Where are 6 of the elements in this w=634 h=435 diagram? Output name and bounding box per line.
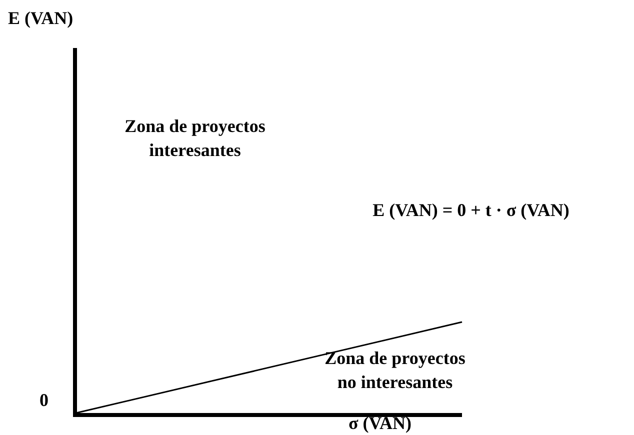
axis-label: E (VAN) <box>8 7 74 30</box>
equation-label: E (VAN) = 0 + t · σ (VAN) <box>372 199 570 222</box>
zone-label: Zona de proyectos no interesantes <box>324 347 466 394</box>
origin-label: 0 <box>38 389 50 412</box>
axis-label: σ (VAN) <box>348 413 412 433</box>
zone-label: Zona de proyectos interesantes <box>124 115 266 162</box>
